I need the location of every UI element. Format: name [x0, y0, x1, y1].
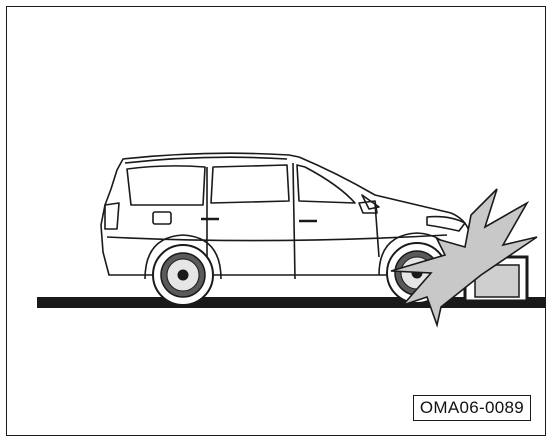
figure-code-label: OMA06-0089	[413, 395, 531, 421]
crash-illustration	[7, 7, 547, 437]
illustration-frame: OMA06-0089	[6, 6, 546, 436]
rear-wheel	[153, 245, 213, 305]
